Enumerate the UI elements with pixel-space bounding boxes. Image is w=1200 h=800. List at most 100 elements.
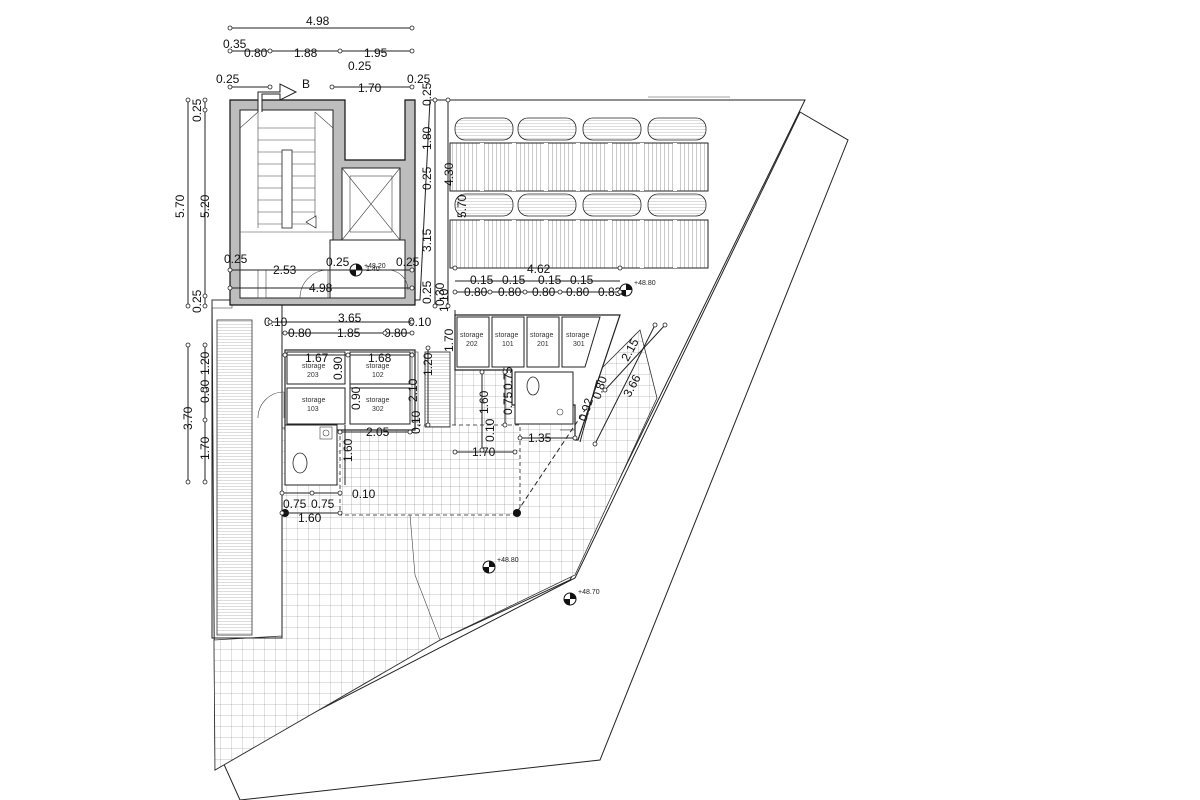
svg-text:301: 301 [573, 341, 585, 348]
svg-text:0.25: 0.25 [216, 72, 240, 86]
svg-text:4.98: 4.98 [306, 14, 330, 28]
level-marker: +48.70 [563, 589, 600, 606]
svg-text:0.80: 0.80 [288, 326, 312, 340]
svg-text:0.25: 0.25 [420, 166, 434, 190]
storage-101: storage 101 [495, 332, 518, 348]
svg-text:3.70: 3.70 [181, 406, 195, 430]
svg-text:0.25: 0.25 [420, 280, 434, 304]
svg-text:1.70: 1.70 [442, 328, 456, 352]
svg-text:2.53: 2.53 [273, 263, 297, 277]
svg-text:1.10: 1.10 [437, 288, 451, 312]
svg-text:3.65: 3.65 [338, 311, 362, 325]
svg-text:0.10: 0.10 [483, 418, 497, 442]
svg-text:0.80: 0.80 [532, 285, 556, 299]
stair-core [229, 99, 416, 306]
svg-text:1.85: 1.85 [337, 326, 361, 340]
svg-text:0.35: 0.35 [223, 37, 247, 51]
svg-text:0.10: 0.10 [408, 315, 432, 329]
level-marker: +48.80 [482, 557, 519, 574]
svg-text:1.70: 1.70 [358, 81, 382, 95]
storage-103: storage 103 [302, 397, 325, 413]
svg-text:1.88: 1.88 [294, 46, 318, 60]
svg-text:101: 101 [502, 341, 514, 348]
svg-text:0.25: 0.25 [396, 255, 420, 269]
svg-text:0.25: 0.25 [407, 72, 431, 86]
svg-text:0.25: 0.25 [348, 59, 372, 73]
svg-text:1.80: 1.80 [420, 126, 434, 150]
svg-text:203: 203 [307, 372, 319, 379]
svg-text:0.25: 0.25 [190, 98, 204, 122]
storage-102: storage 102 [366, 363, 389, 379]
storage-203: storage 203 [302, 363, 325, 379]
svg-text:storage: storage [302, 397, 325, 404]
storage-labels: storage 202 storage 101 storage 201 stor… [302, 332, 589, 413]
svg-text:1.70: 1.70 [472, 445, 496, 459]
svg-text:storage: storage [366, 363, 389, 370]
svg-text:1.40: 1.40 [366, 266, 380, 273]
storage-upper-cluster [454, 314, 621, 441]
svg-text:+48.80: +48.80 [497, 557, 519, 564]
svg-text:0.10: 0.10 [409, 410, 423, 434]
svg-text:storage: storage [495, 332, 518, 339]
storage-201: storage 201 [530, 332, 553, 348]
storage-202: storage 202 [460, 332, 483, 348]
svg-text:0.15: 0.15 [470, 273, 494, 287]
svg-text:0.80: 0.80 [566, 285, 590, 299]
svg-text:102: 102 [372, 372, 384, 379]
svg-text:1.68: 1.68 [368, 351, 392, 365]
svg-text:0.80: 0.80 [464, 285, 488, 299]
marker-label: B [302, 77, 310, 91]
svg-text:0.15: 0.15 [538, 273, 562, 287]
svg-text:0.15: 0.15 [502, 273, 526, 287]
svg-text:0.25: 0.25 [326, 255, 350, 269]
svg-text:4.98: 4.98 [309, 281, 333, 295]
svg-text:0.25: 0.25 [420, 82, 434, 106]
svg-text:1.60: 1.60 [341, 438, 355, 462]
svg-text:0.75: 0.75 [501, 391, 515, 415]
svg-text:0.90: 0.90 [349, 386, 363, 410]
svg-text:1.60: 1.60 [477, 390, 491, 414]
dimension-texts: 4.98 0.35 0.80 1.88 1.95 0.25 0.25 1.70 … [173, 14, 644, 525]
svg-text:0.92: 0.92 [576, 396, 597, 423]
svg-text:0.30: 0.30 [433, 282, 447, 306]
left-bench [211, 299, 283, 639]
svg-text:202: 202 [466, 341, 478, 348]
svg-text:1.70: 1.70 [198, 436, 212, 460]
svg-text:+48.80: +48.80 [634, 280, 656, 287]
parking-area [449, 117, 709, 269]
svg-text:0.75: 0.75 [283, 497, 307, 511]
svg-text:4.62: 4.62 [527, 262, 551, 276]
svg-text:2.05: 2.05 [366, 425, 390, 439]
svg-text:3.15: 3.15 [420, 228, 434, 252]
svg-text:5.70: 5.70 [455, 194, 469, 218]
svg-text:1.20: 1.20 [421, 352, 435, 376]
level-marker: +48.80 [619, 280, 656, 297]
svg-text:2.10: 2.10 [406, 378, 420, 402]
storage-302: storage 302 [366, 397, 389, 413]
svg-text:+48.20: +48.20 [364, 263, 386, 270]
svg-text:201: 201 [537, 341, 549, 348]
svg-text:0.25: 0.25 [224, 252, 248, 266]
svg-text:5.20: 5.20 [198, 194, 212, 218]
svg-text:103: 103 [307, 406, 319, 413]
section-marker: B [257, 77, 310, 112]
svg-text:4.30: 4.30 [442, 162, 456, 186]
svg-text:1.60: 1.60 [298, 511, 322, 525]
svg-text:0.10: 0.10 [264, 315, 288, 329]
svg-text:0.80: 0.80 [244, 46, 268, 60]
survey-point [513, 509, 521, 517]
svg-text:storage: storage [530, 332, 553, 339]
svg-text:302: 302 [372, 406, 384, 413]
svg-text:+48.70: +48.70 [578, 589, 600, 596]
svg-text:0.10: 0.10 [352, 487, 376, 501]
svg-text:storage: storage [302, 363, 325, 370]
svg-text:5.70: 5.70 [173, 194, 187, 218]
svg-text:0.15: 0.15 [570, 273, 594, 287]
svg-text:0.80: 0.80 [384, 326, 408, 340]
dashed-guide [516, 409, 586, 513]
svg-text:1.20: 1.20 [198, 351, 212, 375]
svg-text:storage: storage [366, 397, 389, 404]
svg-text:0.80: 0.80 [590, 374, 611, 401]
svg-text:0.25: 0.25 [190, 289, 204, 313]
